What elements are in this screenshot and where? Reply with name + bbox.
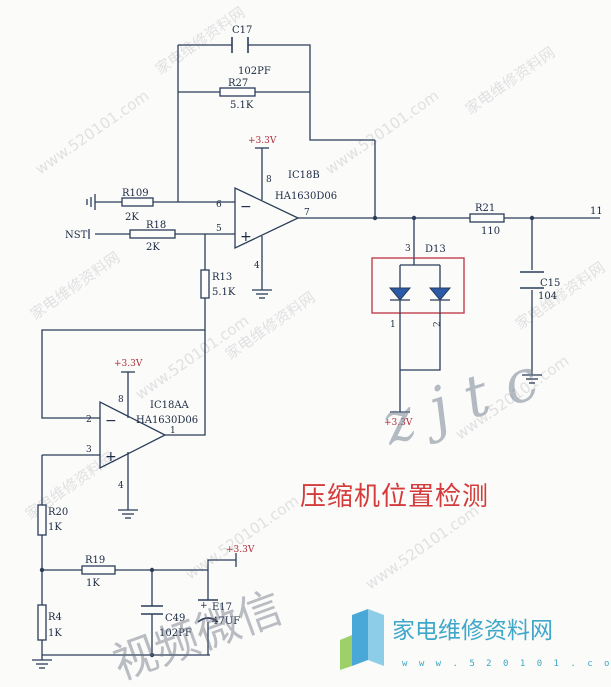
watermark-text: 家电维修资料网 xyxy=(152,3,248,78)
site-logo: 家电维修资料网 w w w . 5 2 0 1 0 1 . c o m xyxy=(340,609,611,670)
c15-ref: C15 xyxy=(540,278,560,289)
d13-ref: D13 xyxy=(425,244,446,255)
ic18a-pin8: 8 xyxy=(118,395,124,405)
d13-pin2: 2 xyxy=(433,321,443,327)
c15-value: 104 xyxy=(538,291,557,302)
r19-resistor xyxy=(81,565,116,575)
plus-sign: + xyxy=(200,601,208,611)
diode-icon xyxy=(388,285,412,301)
ic18b-pin5: 5 xyxy=(216,224,222,234)
c17-value: 102PF xyxy=(238,66,271,77)
r27-value: 5.1K xyxy=(230,100,254,111)
d13-pin1: 1 xyxy=(390,320,396,330)
r18-ref: R18 xyxy=(146,220,166,231)
ic18b-pin8: 8 xyxy=(266,175,272,185)
ic18b-ref: IC18B xyxy=(288,170,320,181)
ic18a-opamp: − + +3.3V 8 4 IC18AA HA1630D06 2 3 1 xyxy=(41,330,206,519)
r19-ref: R19 xyxy=(85,555,105,566)
diode-icon xyxy=(428,285,452,301)
ic18b-pin4: 4 xyxy=(254,261,260,271)
watermark-url: www.520101.com xyxy=(362,502,482,594)
r109-ref: R109 xyxy=(122,188,149,199)
r4-value: 1K xyxy=(48,628,62,639)
logo-icon xyxy=(340,609,384,670)
logo-cn-text: 家电维修资料网 xyxy=(392,618,553,644)
ground-icon xyxy=(32,659,52,669)
r13-ref: R13 xyxy=(212,272,232,283)
c49-value: 102PF xyxy=(159,628,192,639)
r19-value: 1K xyxy=(86,578,100,589)
c17-ref: C17 xyxy=(232,25,252,36)
r27-ref: R27 xyxy=(228,78,248,89)
e17-value: 47UF xyxy=(212,616,240,627)
svg-text:−: − xyxy=(105,413,117,429)
minus-sign: − xyxy=(240,199,252,215)
r21-value: 110 xyxy=(481,226,500,237)
ic18a-pin2: 2 xyxy=(86,415,92,425)
r20-resistor xyxy=(37,504,47,536)
ic18b-pin6: 6 xyxy=(216,200,222,210)
ground-icon xyxy=(118,509,138,519)
r4-ref: R4 xyxy=(48,612,62,623)
r109-resistor xyxy=(121,197,154,207)
ic18b-pin7: 7 xyxy=(304,208,310,218)
feedback-network: C17 102PF R27 5.1K xyxy=(177,25,376,218)
vcc-label: +3.3V xyxy=(226,545,255,555)
logo-url-text: w w w . 5 2 0 1 0 1 . c o m xyxy=(402,659,611,669)
ground-icon xyxy=(86,194,96,210)
vcc-label: +3.3V xyxy=(248,136,277,146)
watermark-text: 家电维修资料网 xyxy=(512,258,608,333)
r109-value: 2K xyxy=(125,212,139,223)
ground-icon xyxy=(522,374,542,384)
r13-value: 5.1K xyxy=(212,287,236,298)
ic18a-pin1: 1 xyxy=(170,426,176,436)
input-network: R109 2K NST R18 2K R13 5.1K xyxy=(41,188,236,419)
output-network: R21 110 11 C15 104 3 D13 1 2 xyxy=(298,203,603,428)
r21-resistor xyxy=(469,213,505,223)
r27-resistor xyxy=(219,87,256,97)
watermark-url: www.520101.com xyxy=(32,87,152,179)
ic18b-opamp: − + +3.3V 8 4 IC18B HA1630D06 6 5 7 xyxy=(216,136,337,299)
vcc-label: +3.3V xyxy=(384,418,413,428)
r21-ref: R21 xyxy=(475,203,495,214)
c49-ref: C49 xyxy=(165,613,185,624)
out-pin-label: 11 xyxy=(590,206,603,217)
r4-resistor xyxy=(37,604,47,641)
page-title-note: 压缩机位置检测 xyxy=(300,482,489,512)
ground-icon xyxy=(252,289,272,299)
r13-resistor xyxy=(200,269,210,299)
d13-pin3: 3 xyxy=(405,244,411,254)
ic18a-part: HA1630D06 xyxy=(136,415,198,426)
svg-text:+: + xyxy=(105,449,117,465)
ic18a-pin3: 3 xyxy=(86,445,92,455)
e17-ref: E17 xyxy=(212,602,232,613)
watermark-text: 家电维修资料网 xyxy=(27,248,123,323)
r20-value: 1K xyxy=(48,522,62,533)
vcc-label: +3.3V xyxy=(114,359,143,369)
watermark-text: 家电维修资料网 xyxy=(22,448,118,523)
ic18a-ref: IC18AA xyxy=(150,400,190,411)
ic18a-pin4: 4 xyxy=(118,481,124,491)
divider-network: R20 1K R19 1K R4 1K C49 102PF + E17 47UF… xyxy=(32,504,255,669)
r18-value: 2K xyxy=(146,242,160,253)
d13-package xyxy=(371,257,465,314)
watermark-url: www.520101.com xyxy=(322,87,442,179)
r20-ref: R20 xyxy=(48,507,68,518)
ic18b-part: HA1630D06 xyxy=(275,191,337,202)
watermark-text: 家电维修资料网 xyxy=(462,43,558,118)
scribble-text: z j t c xyxy=(372,344,546,458)
scribble-text: 视频微信 xyxy=(106,582,289,687)
nst-net-label: NST xyxy=(65,230,88,241)
plus-sign: + xyxy=(240,229,252,245)
r18-resistor xyxy=(129,229,176,239)
